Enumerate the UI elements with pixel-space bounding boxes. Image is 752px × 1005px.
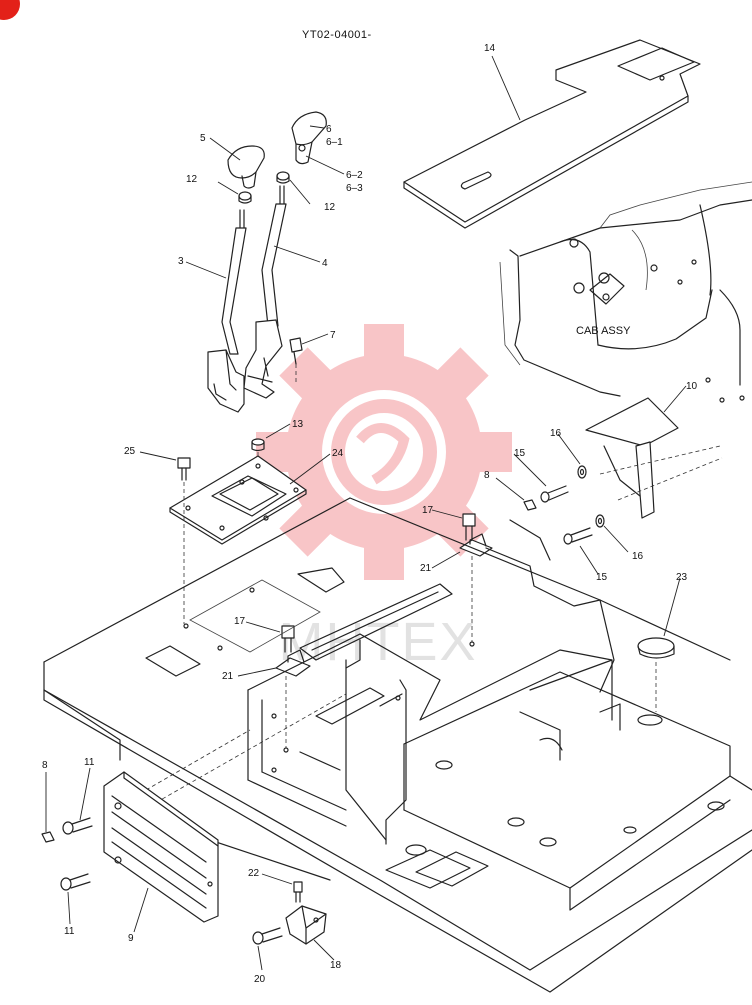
part-clip-21b — [275, 649, 311, 748]
callout-label: 21 — [222, 671, 234, 682]
callout-label: 21 — [420, 563, 432, 574]
watermark-text: MHTEX — [279, 612, 478, 672]
part-floor-mat — [403, 39, 701, 229]
part-screw-15b — [563, 527, 593, 545]
part-bolt-7 — [289, 337, 303, 384]
callout-label: 7 — [330, 330, 336, 341]
callout-label: 23 — [676, 572, 688, 583]
cab-assy-label: CAB ASSY — [576, 325, 631, 337]
part-floor-frame — [43, 497, 752, 993]
callout-label: 9 — [128, 933, 134, 944]
callout-label: 15 — [596, 572, 608, 583]
part-bolt-25 — [177, 457, 191, 624]
callout-label: 12 — [186, 174, 198, 185]
callout-label: 24 — [332, 448, 344, 459]
callout-label: 13 — [292, 419, 304, 430]
part-plug-23 — [637, 637, 675, 712]
part-plate-24 — [169, 455, 307, 545]
callout-label: 16 — [550, 428, 562, 439]
callout-label: 17 — [234, 616, 246, 627]
callout-label: 12 — [324, 202, 336, 213]
part-washer-16a — [577, 465, 587, 479]
part-nut-8b — [41, 831, 55, 843]
callout-label: 8 — [42, 760, 48, 771]
callout-label: 25 — [124, 446, 136, 457]
part-nut-12b — [276, 171, 290, 184]
part-bolt-20 — [252, 927, 283, 945]
part-bracket-10 — [585, 397, 723, 519]
callout-label: 15 — [514, 448, 526, 459]
part-cover-9 — [103, 771, 219, 923]
part-bracket-18 — [285, 905, 327, 945]
callout-label: 6 — [326, 124, 332, 135]
part-lever-4 — [243, 185, 287, 399]
callout-label: 8 — [484, 470, 490, 481]
callout-label: 20 — [254, 974, 266, 985]
corner-mark — [0, 0, 20, 20]
callouts: 14 5 6 6–1 12 6–2 6–3 12 3 4 7 10 13 25 … — [42, 43, 698, 985]
part-nut-8a — [523, 499, 537, 511]
part-bolt-11a — [62, 817, 93, 835]
callout-label: 22 — [248, 868, 260, 879]
leader-lines — [45, 55, 687, 971]
part-bolt-11b — [60, 873, 91, 891]
document-code: YT02-04001- — [302, 29, 372, 41]
callout-label: 10 — [686, 381, 698, 392]
part-nut-12a — [238, 191, 252, 204]
part-clip-21a — [459, 533, 493, 642]
callout-label: 3 — [178, 256, 184, 267]
callout-label: 6–2 — [346, 170, 363, 181]
part-grease-nipple-22 — [293, 881, 303, 903]
part-cab-assy: CAB ASSY — [499, 181, 752, 403]
callout-label: 6–1 — [326, 137, 343, 148]
part-washer-16b — [595, 514, 605, 528]
callout-label: 17 — [422, 505, 434, 516]
callout-label: 4 — [322, 258, 328, 269]
part-lever-3 — [207, 209, 247, 413]
part-screw-15a — [540, 485, 569, 503]
callout-label: 6–3 — [346, 183, 363, 194]
part-knob-left — [227, 145, 265, 189]
part-bolt-17a — [462, 513, 476, 541]
callout-label: 11 — [64, 926, 75, 937]
callout-label: 16 — [632, 551, 644, 562]
part-knob-right — [291, 111, 327, 165]
callout-label: 5 — [200, 133, 206, 144]
callout-label: 18 — [330, 960, 342, 971]
callout-label: 11 — [84, 757, 95, 768]
callout-label: 14 — [484, 43, 496, 54]
